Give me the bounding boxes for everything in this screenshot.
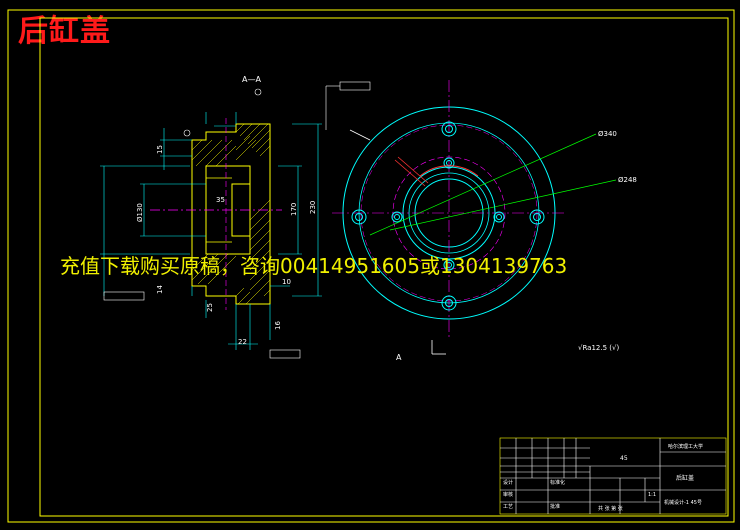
dim-340: Ø340	[598, 130, 617, 138]
scale: 1:1	[648, 492, 656, 498]
roughness-note: √Ra12.5 (√)	[578, 344, 619, 352]
label-craft: 工艺	[503, 504, 513, 510]
title-block-text: 45 哈尔滨理工大学 后缸盖 1:1 设计 审核 工艺 标准化 批准 共 张 第…	[503, 443, 703, 512]
tolerance-frame	[269, 349, 301, 359]
dim-170: 170	[290, 203, 298, 216]
material: 45	[620, 455, 628, 462]
dim-248: Ø248	[618, 176, 637, 184]
drawing-no: 机械设计-1 45号	[664, 499, 702, 506]
inner-frame	[39, 17, 729, 517]
tolerance-frame	[339, 81, 371, 91]
tolerance-frame	[103, 291, 145, 301]
roughness-icon	[183, 129, 191, 137]
view-label: A	[396, 353, 402, 362]
label-std: 标准化	[550, 479, 565, 486]
watermark-text: 充值下载购买原稿，咨询0041495160​5或1304139763	[60, 254, 568, 278]
drawing-title: 后缸盖	[18, 14, 111, 49]
dim-15: 15	[156, 145, 164, 154]
sheet: 共 张 第 张	[598, 505, 623, 512]
outer-frame	[7, 9, 735, 523]
title-block	[499, 437, 727, 515]
dim-130: Ø130	[136, 203, 144, 222]
section-label: A—A	[242, 75, 261, 84]
part-name: 后缸盖	[676, 474, 694, 482]
dim-35: 35	[216, 196, 225, 204]
front-view: Ø340 Ø248 A √Ra12.5 (√)	[332, 80, 637, 362]
section-view: A—A	[100, 75, 371, 359]
dim-16: 16	[274, 321, 282, 330]
dim-25: 25	[206, 303, 214, 312]
school: 哈尔滨理工大学	[668, 443, 703, 450]
label-ratify: 批准	[550, 503, 560, 510]
label-check: 审核	[503, 491, 513, 498]
roughness-icon	[254, 88, 262, 96]
dim-10: 10	[282, 278, 291, 286]
label-design: 设计	[503, 479, 513, 486]
dim-22: 22	[238, 338, 247, 346]
dim-230: 230	[309, 201, 317, 214]
dim-14: 14	[156, 285, 164, 294]
